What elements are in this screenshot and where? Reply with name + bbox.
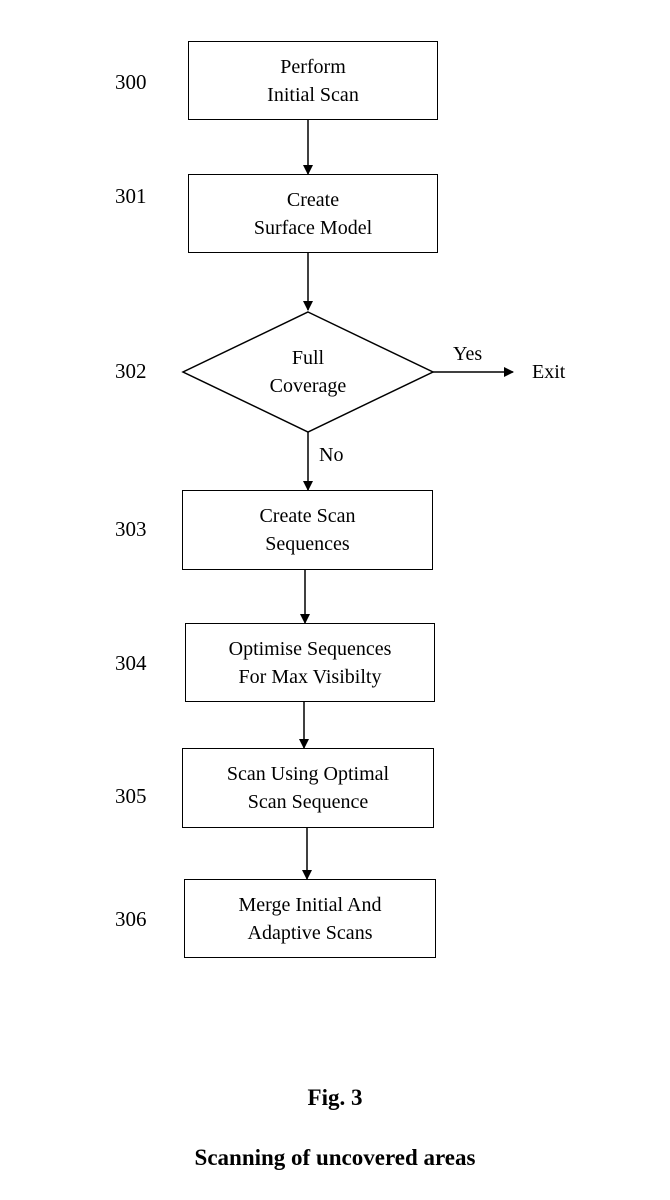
step-text-line: Adaptive Scans (247, 921, 373, 944)
step-box-scan-optimal-sequence: Scan Using Optimal Scan Sequence (182, 748, 434, 828)
step-box-optimise-sequences: Optimise Sequences For Max Visibilty (185, 623, 435, 702)
step-text-line: Create Scan (259, 505, 356, 527)
decision-text-line: Coverage (269, 375, 347, 397)
step-text-line: Merge Initial And (238, 893, 382, 916)
step-ref-305: 305 (115, 784, 147, 808)
decision-text-full-coverage: Full Coverage (228, 344, 388, 400)
step-box-perform-initial-scan: Perform Initial Scan (188, 41, 438, 120)
step-ref-301: 301 (115, 184, 147, 208)
step-ref-302: 302 (115, 359, 147, 383)
step-box-merge-scans: Merge Initial And Adaptive Scans (184, 879, 436, 958)
step-text-line: Optimise Sequences (228, 637, 392, 660)
decision-no-label: No (319, 444, 344, 466)
step-ref-306: 306 (115, 907, 147, 931)
step-text-line: Sequences (265, 533, 350, 555)
step-text-line: Surface Model (253, 216, 373, 239)
step-text-line: For Max Visibilty (238, 665, 382, 688)
step-ref-303: 303 (115, 517, 147, 541)
step-text-line: Perform (280, 55, 346, 78)
step-text-line: Scan Using Optimal (226, 763, 390, 785)
step-box-create-scan-sequences: Create Scan Sequences (182, 490, 433, 570)
figure-caption: Scanning of uncovered areas (194, 1145, 476, 1170)
decision-text-line: Full (291, 347, 325, 369)
figure-number: Fig. 3 (307, 1085, 363, 1110)
step-text-line: Initial Scan (267, 83, 359, 106)
step-text-line: Scan Sequence (247, 791, 369, 813)
step-box-create-surface-model: Create Surface Model (188, 174, 438, 253)
decision-yes-label: Yes (453, 343, 483, 365)
step-ref-304: 304 (115, 651, 147, 675)
step-ref-300: 300 (115, 70, 147, 94)
step-text-line: Create (286, 188, 340, 211)
exit-label: Exit (532, 361, 566, 383)
